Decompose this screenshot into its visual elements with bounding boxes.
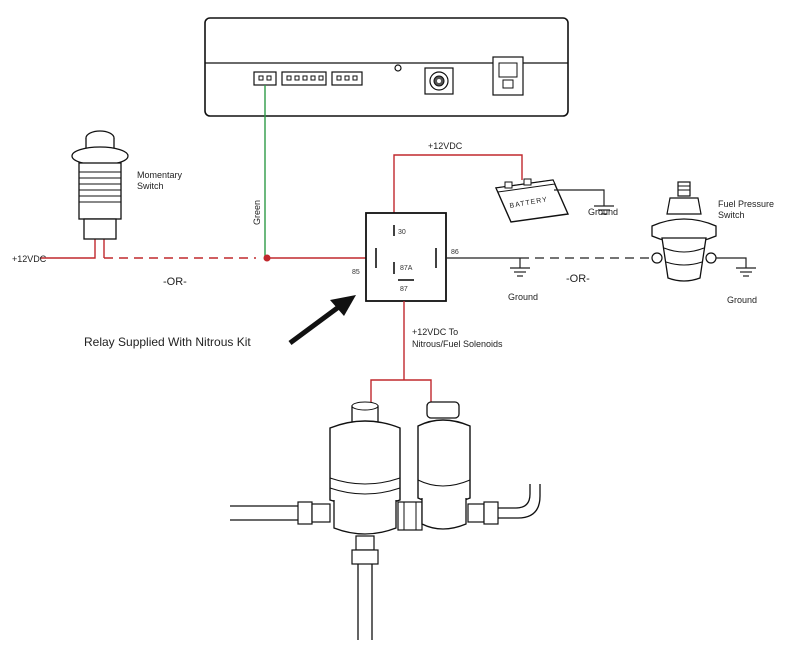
ground-icon (594, 205, 614, 215)
three-pin-connector (331, 71, 363, 86)
status-led-icon (394, 64, 402, 72)
ground-mid-label: Ground (508, 292, 538, 302)
fuel-pressure-label-1: Fuel Pressure (718, 199, 774, 209)
ground-right-label: Ground (727, 295, 757, 305)
right-outlet-line (467, 484, 541, 525)
green-wire-connector (253, 71, 277, 86)
bottom-outlet-line (351, 535, 379, 640)
round-connector (424, 67, 454, 95)
battery-power-wire (393, 154, 523, 224)
solenoid-note-label-1: +12VDC To (412, 327, 458, 337)
solenoid-note-label-2: Nitrous/Fuel Solenoids (412, 339, 503, 349)
pin-87-label: 87 (400, 286, 408, 293)
pin-86-label: 86 (451, 249, 459, 256)
multi-pin-connector (281, 71, 327, 86)
plus12-top-label: +12VDC (428, 141, 463, 151)
nitrous-solenoid (329, 401, 401, 535)
battery-ground-wire (554, 189, 605, 206)
ground-icon (736, 267, 756, 277)
solenoid-feed-wire (370, 379, 432, 410)
wire-junction (263, 254, 271, 262)
fuel-pressure-label-2: Switch (718, 210, 745, 220)
battery: BATTERY (494, 178, 570, 223)
relay-note-label: Relay Supplied With Nitrous Kit (84, 335, 251, 349)
or-right-label: -OR- (566, 273, 590, 285)
pressure-switch-ground-wire (716, 257, 747, 268)
left-feed-line (230, 501, 331, 525)
pin-85-label: 85 (352, 269, 360, 276)
usb-port (492, 56, 524, 96)
controller-unit (204, 17, 569, 117)
switch-left-lead (40, 238, 96, 259)
pin-30-label: 30 (398, 229, 406, 236)
ground-icon (510, 267, 530, 277)
green-wire-label: Green (252, 200, 262, 225)
center-fitting (397, 501, 423, 531)
plus12-left-label: +12VDC (12, 254, 47, 264)
momentary-switch (71, 130, 129, 240)
fuel-pressure-switch (651, 181, 717, 282)
relay: 30 85 86 87A 87 (352, 212, 459, 302)
ground-battery-label: Ground (588, 207, 618, 217)
fuel-solenoid (417, 401, 471, 530)
momentary-switch-label-1: Momentary (137, 170, 183, 180)
pin-87a-label: 87A (400, 265, 413, 272)
momentary-switch-label-2: Switch (137, 181, 164, 191)
pointer-arrow-icon (288, 295, 356, 346)
or-left-label: -OR- (163, 276, 187, 288)
